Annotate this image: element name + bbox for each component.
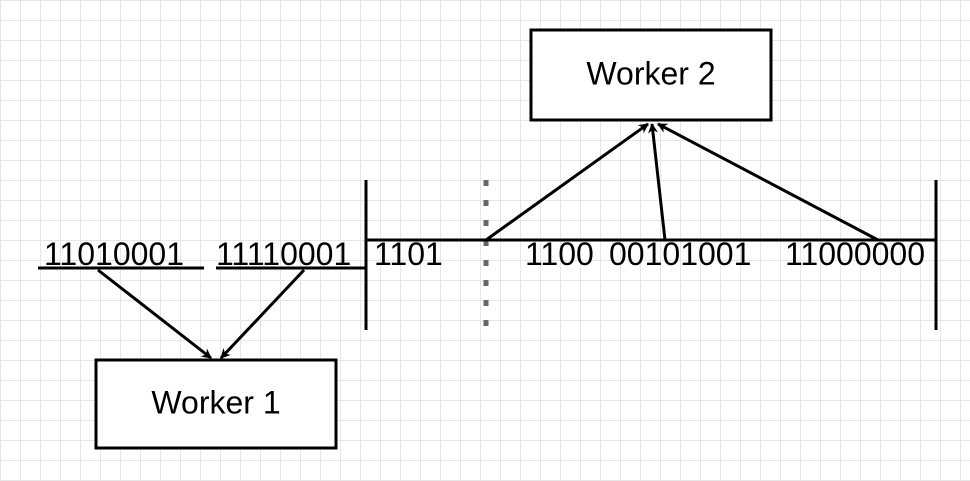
worker-2-node[interactable]: Worker 2 [529, 28, 773, 122]
worker-1-label: Worker 1 [151, 384, 280, 420]
arrow-byte-5-to-worker-2 [648, 123, 667, 241]
worker-1-node[interactable]: Worker 1 [94, 358, 338, 450]
arrow-byte-1-to-worker-1 [97, 268, 212, 360]
arrow-split-to-worker-2 [485, 122, 649, 242]
arrow-byte-6-to-worker-2 [657, 122, 879, 242]
byte-label-3: 1101 [374, 236, 443, 272]
byte-label-6: 11000000 [785, 236, 925, 272]
worker-1-box [94, 358, 338, 450]
byte-label-5: 00101001 [609, 236, 751, 272]
byte-label-1: 11010001 [44, 236, 184, 272]
worker-2-label: Worker 2 [586, 55, 715, 91]
byte-label-4: 1100 [525, 236, 594, 272]
arrow-byte-2-to-worker-1 [219, 268, 306, 360]
worker-2-box [529, 28, 773, 122]
byte-label-2: 11110001 [216, 236, 351, 272]
